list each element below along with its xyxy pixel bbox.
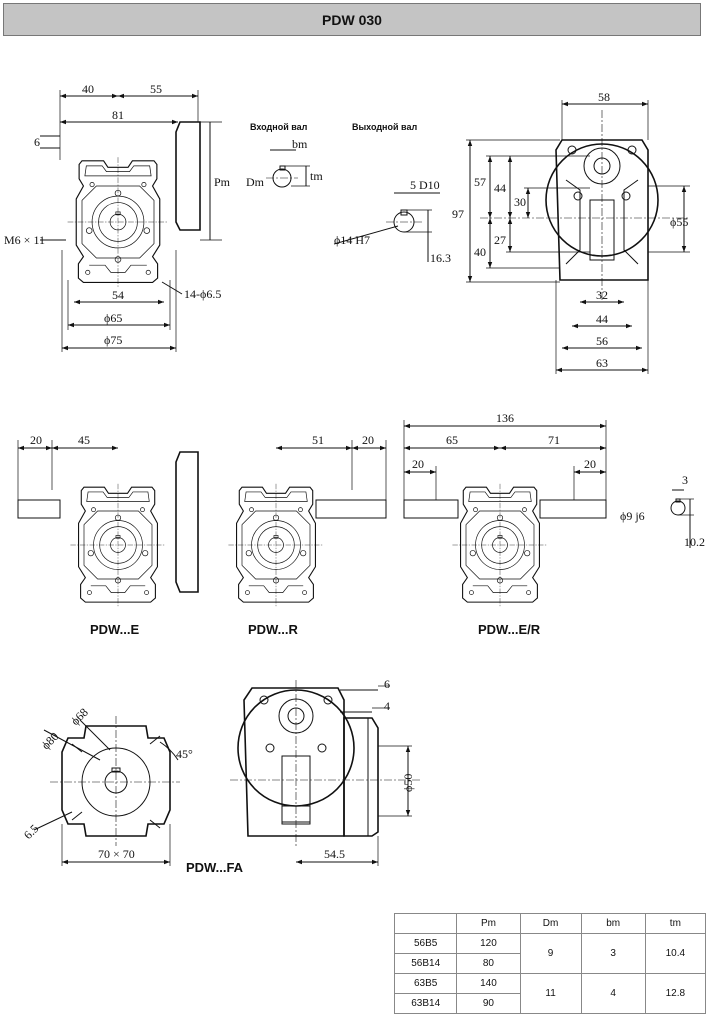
dim-phi50: ϕ50	[401, 774, 415, 792]
side-view: 58 97 57 40 44 30 27 ϕ55 32 44 56 63	[452, 90, 690, 374]
table-row: 56B5 120 9 3 10.4	[393, 933, 706, 974]
dim-depth: 16.3	[430, 251, 451, 265]
pm-cell: 120	[456, 933, 521, 954]
dim-tm: tm	[310, 169, 323, 183]
dim-44b: 44	[596, 312, 608, 326]
dim-dm: Dm	[246, 175, 265, 189]
dim-bore: ϕ14 H7	[334, 233, 370, 247]
dim-phi68: ϕ68	[68, 705, 91, 728]
dim-angle: 45°	[176, 747, 193, 761]
table-header	[393, 913, 458, 934]
dim-55: 55	[150, 82, 162, 96]
dim-545: 54.5	[324, 847, 345, 861]
dim-r-20: 20	[362, 433, 374, 447]
dim-m6: M6 × 11	[4, 233, 45, 247]
dim-40: 40	[82, 82, 94, 96]
dim-54: 54	[112, 288, 124, 302]
dim-57: 57	[474, 175, 486, 189]
spec-table: Pm Dm bm tm 56B5 120 9 3 10.4 56B14 80 6…	[393, 913, 706, 1014]
dim-e-20: 20	[30, 433, 42, 447]
dim-er-71: 71	[548, 433, 560, 447]
dim-70x70: 70 × 70	[98, 847, 135, 861]
dim-56: 56	[596, 334, 608, 348]
variant-er: 136 65 71 20 20 PDW...E/R	[403, 411, 607, 637]
dim-shaft-3: 3	[682, 473, 688, 487]
dim-fa-4: 4	[384, 699, 390, 713]
tm-cell: 12.8	[644, 973, 706, 1014]
dim-58: 58	[598, 90, 610, 104]
dim-holes: 14-ϕ6.5	[184, 287, 221, 301]
fa-side-view: 6 4 ϕ50 54.5 PDW...FA	[186, 677, 420, 875]
dim-key: 5 D10	[410, 178, 440, 192]
dim-er-65: 65	[446, 433, 458, 447]
input-shaft-label: Входной вал	[250, 122, 308, 132]
table-header-row: Pm Dm bm tm	[393, 913, 706, 934]
bm-cell: 4	[580, 973, 646, 1014]
variant-label-er: PDW...E/R	[478, 622, 541, 637]
output-shaft-label: Выходной вал	[352, 122, 417, 132]
dim-r-51: 51	[312, 433, 324, 447]
dim-phi55: ϕ55	[670, 215, 688, 229]
dim-97: 97	[452, 207, 464, 221]
variant-e: 20 45 PDW...E	[17, 433, 199, 637]
motor-cell: 56B5	[393, 933, 458, 954]
variant-label-e: PDW...E	[90, 622, 139, 637]
dim-e-45: 45	[78, 433, 90, 447]
motor-cell: 56B14	[393, 953, 458, 974]
dim-65: 6.5	[21, 822, 42, 843]
title-bar: PDW 030	[3, 3, 701, 36]
dim-shaft-102: 10.2	[684, 535, 705, 549]
dim-30: 30	[514, 195, 526, 209]
dim-63: 63	[596, 356, 608, 370]
dim-phi75: ϕ75	[104, 333, 122, 347]
dim-fa-6: 6	[384, 677, 390, 691]
dim-er-20b: 20	[584, 457, 596, 471]
motor-cell: 63B5	[393, 973, 458, 994]
table-header: bm	[580, 913, 646, 934]
dim-27: 27	[494, 233, 506, 247]
dim-phi9: ϕ9 j6	[620, 509, 645, 523]
shaft-section: ϕ9 j6 3 10.2	[620, 473, 705, 549]
table-header: tm	[644, 913, 706, 934]
dim-er-20a: 20	[412, 457, 424, 471]
variant-label-r: PDW...R	[248, 622, 298, 637]
dm-cell: 11	[519, 973, 582, 1014]
dim-81: 81	[112, 108, 124, 122]
table-header: Dm	[519, 913, 582, 934]
bm-cell: 3	[580, 933, 646, 974]
variant-r: 51 20 PDW...R	[227, 433, 387, 637]
tm-cell: 10.4	[644, 933, 706, 974]
shaft-details: Входной вал Выходной вал bm Dm tm 5 D10 …	[246, 122, 451, 265]
dim-32: 32	[596, 288, 608, 302]
dim-bm: bm	[292, 137, 308, 151]
dim-phi80: ϕ80	[39, 729, 62, 752]
table-row: 63B5 140 11 4 12.8	[393, 973, 706, 1014]
motor-cell: 63B14	[393, 993, 458, 1014]
dim-40b: 40	[474, 245, 486, 259]
dim-er-136: 136	[496, 411, 514, 425]
page-title: PDW 030	[322, 11, 382, 28]
table-header: Pm	[456, 913, 521, 934]
dim-pm: Pm	[214, 175, 231, 189]
variant-label-fa: PDW...FA	[186, 860, 244, 875]
pm-cell: 140	[456, 973, 521, 994]
flange-view: ϕ80 ϕ68 45° 6.5 70 × 70	[21, 705, 193, 866]
dm-cell: 9	[519, 933, 582, 974]
dim-6: 6	[34, 135, 40, 149]
dim-phi65: ϕ65	[104, 311, 122, 325]
front-view: 40 55 81 6 Pm M6 × 11 54 14-ϕ6.5 ϕ65 ϕ75	[4, 82, 231, 352]
dim-44: 44	[494, 181, 506, 195]
table-row: 63B14 90	[393, 993, 706, 1014]
pm-cell: 90	[456, 993, 521, 1014]
pm-cell: 80	[456, 953, 521, 974]
